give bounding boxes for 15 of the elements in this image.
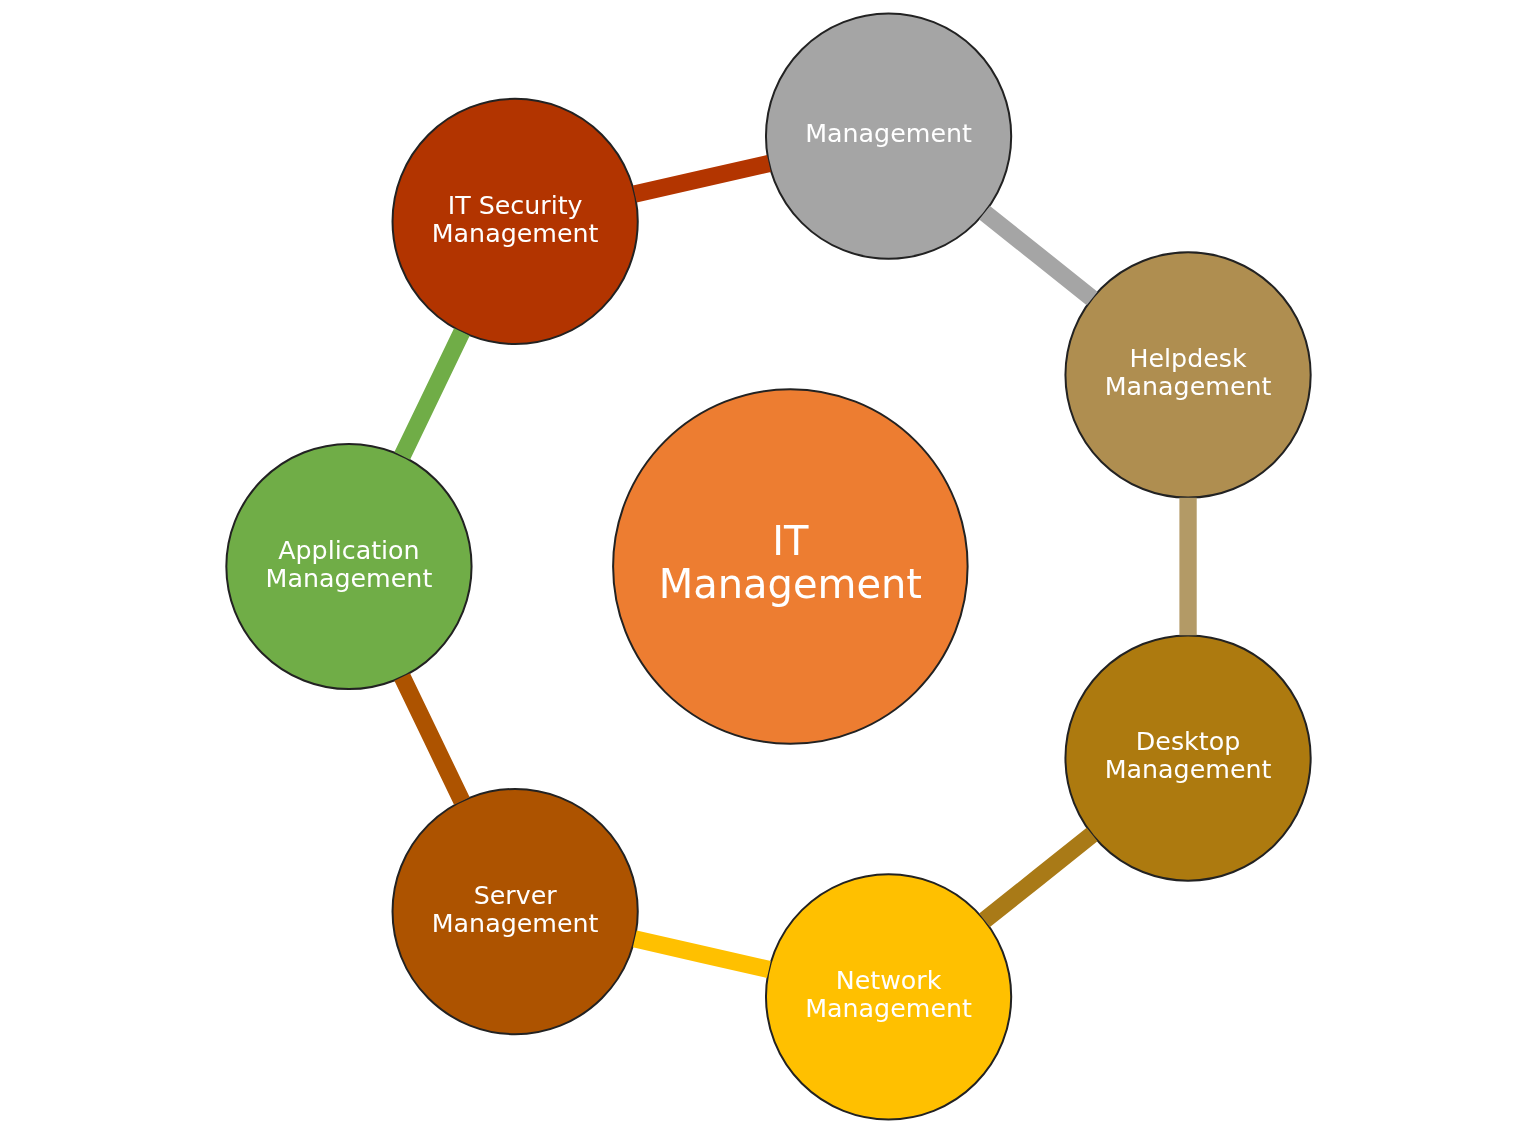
node-circle: IT Security Management xyxy=(391,97,639,345)
connector xyxy=(1179,497,1197,636)
connector xyxy=(394,328,470,460)
connector xyxy=(979,827,1098,928)
node-circle: Desktop Management xyxy=(1064,634,1312,882)
node-circle: Helpdesk Management xyxy=(1064,251,1312,499)
connector xyxy=(632,155,771,203)
connector xyxy=(394,673,470,805)
node-circle: Network Management xyxy=(764,873,1013,1121)
node-circle: Management xyxy=(764,12,1013,260)
connector xyxy=(632,930,771,978)
node-circle: Application Management xyxy=(225,442,473,691)
node-circle: IT Management xyxy=(612,388,969,745)
node-circle: Server Management xyxy=(391,788,639,1036)
connector xyxy=(979,205,1098,306)
